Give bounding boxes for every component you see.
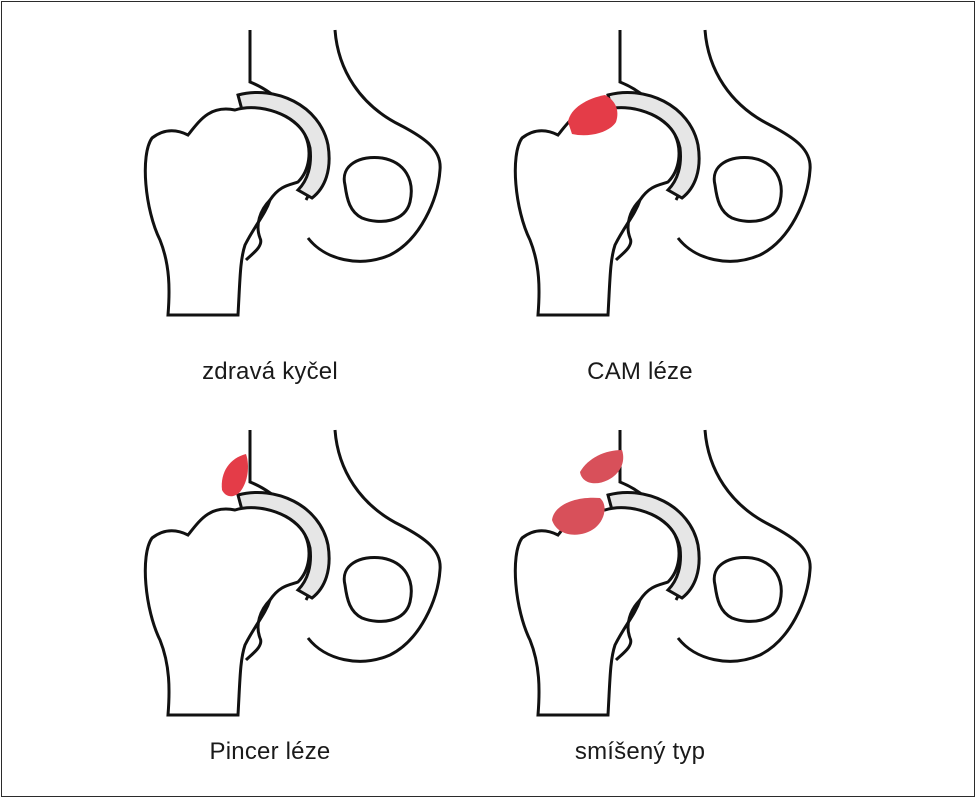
hip-diagram xyxy=(143,428,442,717)
hip-diagram xyxy=(513,28,812,317)
panel-cam: CAM léze xyxy=(440,10,840,385)
cam-lesion xyxy=(552,497,605,535)
pincer-lesion xyxy=(221,454,248,497)
caption-cam: CAM léze xyxy=(587,358,693,385)
caption-pincer: Pincer léze xyxy=(209,738,331,765)
panel-healthy: zdravá kyčel xyxy=(70,10,470,385)
panel-mixed: smíšený typ xyxy=(440,410,840,770)
hip-diagram xyxy=(513,428,812,717)
panel-pincer: Pincer léze xyxy=(70,410,470,770)
pincer-lesion xyxy=(580,450,624,484)
hip-diagram xyxy=(143,28,442,317)
caption-mixed: smíšený typ xyxy=(574,738,706,765)
caption-healthy: zdravá kyčel xyxy=(202,358,338,385)
cam-lesion xyxy=(568,95,618,136)
